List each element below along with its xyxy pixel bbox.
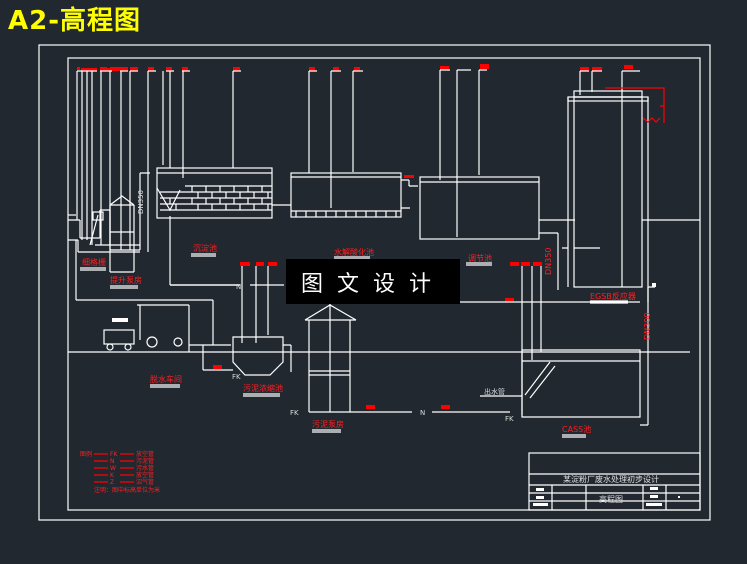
egsb-reactor: DN300 (562, 65, 700, 426)
dewatering-house (75, 240, 231, 352)
svg-text:出水管: 出水管 (484, 387, 505, 396)
svg-text:K: K (110, 472, 115, 479)
sedimentation-tank (68, 167, 273, 286)
svg-text:FK: FK (110, 451, 118, 458)
label-hydrolysis: 水解酸化池 (334, 247, 374, 257)
dn350-annotation: DN350 (544, 248, 553, 275)
svg-text:放空管: 放空管 (136, 450, 154, 458)
label-sedimentation: 沉淀池 (193, 243, 217, 253)
label-sludge-pump: 污泥泵房 (312, 419, 344, 429)
svg-text:FK: FK (505, 415, 514, 423)
title-block-drawing-name: 高程图 (599, 494, 623, 504)
label-regulating: 调节池 (468, 253, 492, 263)
svg-text:N: N (110, 458, 115, 465)
label-cass: CASS池 (562, 424, 591, 434)
watermark: 图文设计 (286, 259, 460, 304)
svg-text:Z: Z (110, 479, 114, 486)
cass-tank (452, 262, 641, 418)
pipe-annotations: N N FK FK FK 出水管 (232, 283, 514, 423)
fine-grid-unit (68, 209, 140, 253)
inner-frame (67, 57, 701, 511)
svg-text:W: W (110, 465, 116, 472)
svg-text:N: N (420, 409, 425, 417)
title-block-project: 某淀粉厂废水处理初步设计 (563, 474, 659, 484)
page-title: A2-高程图 (8, 6, 142, 36)
elevation-markers-left (76, 67, 241, 252)
svg-text:沼气管: 沼气管 (136, 478, 154, 486)
label-dewatering: 脱水车间 (150, 374, 182, 384)
label-lift-pump: 提升泵房 (110, 275, 142, 285)
outer-frame (38, 44, 711, 521)
svg-text:污泥管: 污泥管 (136, 457, 154, 465)
svg-text:DN350: DN350 (137, 190, 145, 214)
stage-labels: 细格栅 提升泵房 沉淀池 水解酸化池 调节池 EGSB反应器 脱水车间 污泥浓缩… (80, 243, 636, 438)
sludge-thickener (202, 262, 292, 376)
svg-text:图例: 图例 (80, 450, 92, 458)
dn300-annotation: DN300 (643, 313, 652, 340)
label-sludge-thickener: 污泥浓缩池 (243, 383, 283, 393)
label-egsb: EGSB反应器 (590, 291, 636, 301)
hydrolysis-tank (272, 67, 418, 218)
lift-pump-house: DN350 (109, 172, 150, 273)
svg-text:FK: FK (290, 409, 299, 417)
svg-text:放空管: 放空管 (136, 471, 154, 479)
svg-text:N: N (236, 283, 241, 291)
label-grid: 细格栅 (82, 257, 106, 267)
svg-text:FK: FK (232, 373, 241, 381)
legend: 图例 FK 放空管 N 污泥管 W 污水管 K 放空管 Z 沼气管 注明：图中标… (80, 450, 160, 494)
svg-text:注明：图中标高单位为米: 注明：图中标高单位为米 (94, 486, 160, 494)
svg-text:污水管: 污水管 (136, 464, 154, 472)
title-block: 某淀粉厂废水处理初步设计 高程图 (528, 452, 701, 511)
regulating-tank: DN350 (419, 64, 575, 290)
sludge-pump-house (304, 300, 510, 413)
